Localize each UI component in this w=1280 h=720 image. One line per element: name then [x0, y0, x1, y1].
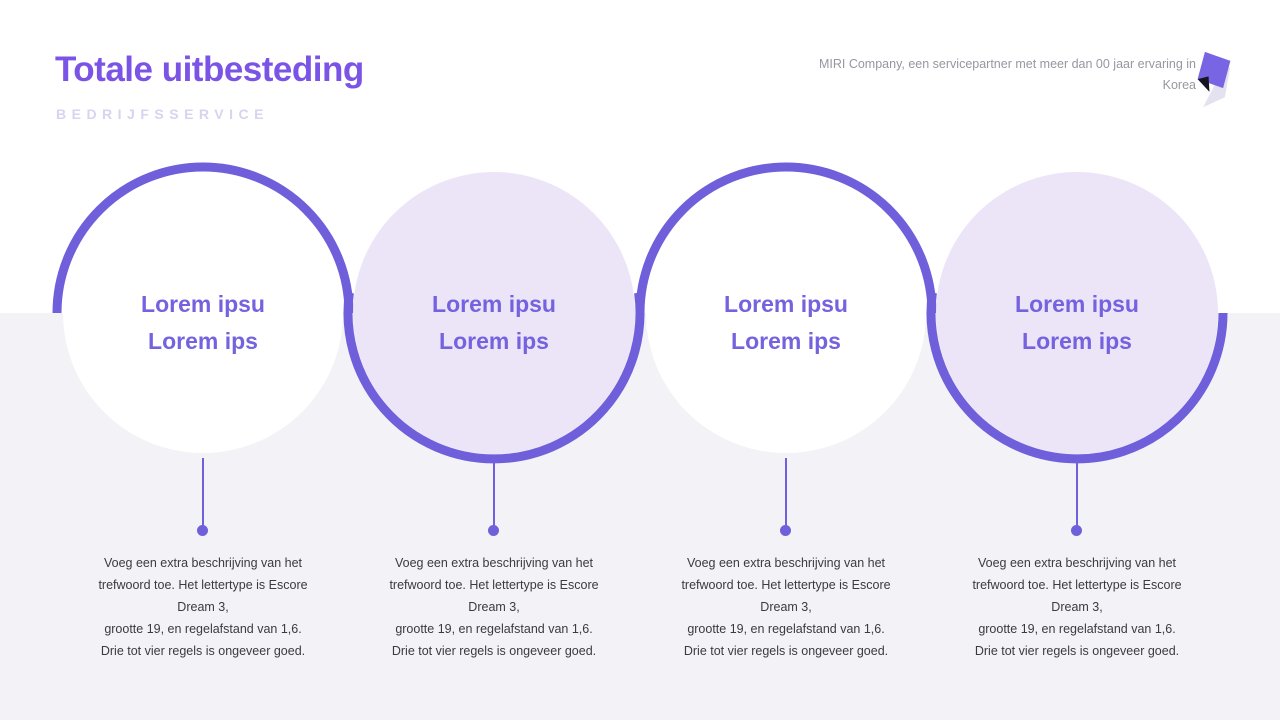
- company-tagline: MIRI Company, een servicepartner met mee…: [818, 57, 1196, 92]
- step-title: Lorem ipsu Lorem ips: [432, 291, 556, 354]
- connector-line: [785, 458, 787, 526]
- process-step-1: Lorem ipsu Lorem ips Voeg een extra besc…: [48, 158, 358, 678]
- step-description: Voeg een extra beschrijving van het tref…: [972, 556, 1182, 658]
- connector-dot: [488, 525, 499, 536]
- connector-dot: [780, 525, 791, 536]
- step-circle-graphic: [926, 172, 1228, 464]
- page-subtitle: BEDRIJFSSERVICE: [56, 106, 269, 122]
- process-step-3: Lorem ipsu Lorem ips Voeg een extra besc…: [631, 158, 941, 678]
- connector-dot: [197, 525, 208, 536]
- connector-line: [493, 458, 495, 526]
- page-title: Totale uitbesteding: [55, 50, 364, 89]
- connector-dot: [1071, 525, 1082, 536]
- step-description: Voeg een extra beschrijving van het tref…: [389, 556, 599, 658]
- connector-line: [202, 458, 204, 526]
- step-description: Voeg een extra beschrijving van het tref…: [98, 556, 308, 658]
- step-title: Lorem ipsu Lorem ips: [1015, 291, 1139, 354]
- step-title: Lorem ipsu Lorem ips: [724, 291, 848, 354]
- step-description: Voeg een extra beschrijving van het tref…: [681, 556, 891, 658]
- process-step-4: Lorem ipsu Lorem ips Voeg een extra besc…: [922, 158, 1232, 678]
- step-circle-graphic: [52, 162, 354, 453]
- step-circle-graphic: [635, 162, 937, 453]
- process-step-2: Lorem ipsu Lorem ips Voeg een extra besc…: [339, 158, 649, 678]
- company-logo-icon: [1197, 51, 1231, 108]
- step-title: Lorem ipsu Lorem ips: [141, 291, 265, 354]
- connector-line: [1076, 458, 1078, 526]
